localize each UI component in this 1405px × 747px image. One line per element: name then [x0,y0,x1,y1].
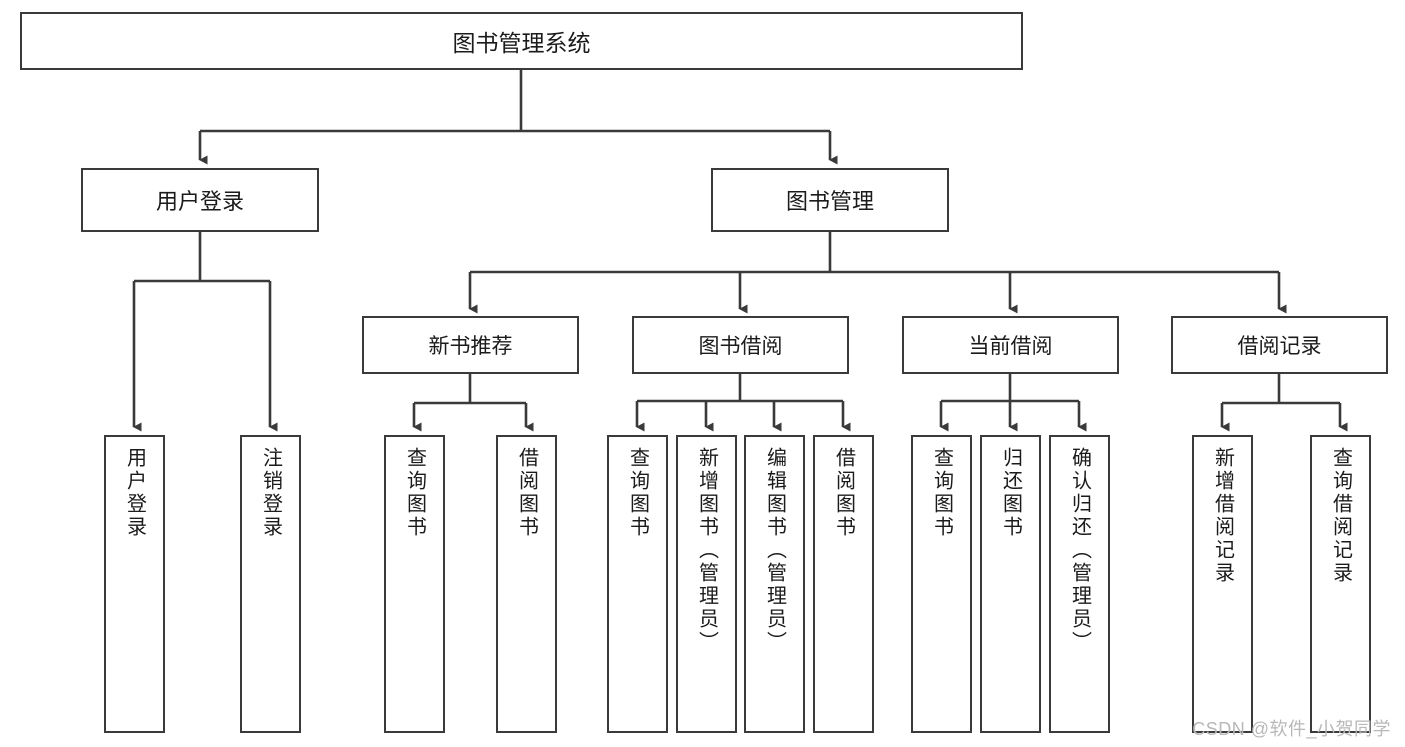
leaf-current-borrow-query-book[interactable]: 查询图书 [911,435,972,733]
node-label: 查询图书 [930,447,953,539]
node-book-management[interactable]: 图书管理 [711,168,949,232]
node-user-login[interactable]: 用户登录 [81,168,319,232]
node-new-book-recommend[interactable]: 新书推荐 [362,316,579,374]
node-label: 新书推荐 [428,335,513,358]
leaf-current-borrow-return-book[interactable]: 归还图书 [980,435,1041,733]
node-label: 借阅记录 [1237,335,1322,358]
node-label: 图书借阅 [698,335,783,358]
node-label: 注销登录 [259,447,282,539]
node-label: 查询借阅记录 [1329,447,1352,585]
leaf-book-borrow-edit-book-admin[interactable]: 编辑图书（管理员） [744,435,805,733]
node-label: 图书管理系统 [452,30,591,56]
leaf-book-borrow-query-book[interactable]: 查询图书 [607,435,668,733]
node-label: 归还图书 [999,447,1022,539]
node-label: 编辑图书（管理员） [763,447,786,654]
node-label: 借阅图书 [515,447,538,539]
leaf-new-book-query-book[interactable]: 查询图书 [384,435,445,733]
leaf-user-login-logout[interactable]: 注销登录 [240,435,301,733]
node-borrow-record[interactable]: 借阅记录 [1171,316,1388,374]
node-label: 确认归还（管理员） [1068,447,1091,654]
node-label: 查询图书 [626,447,649,539]
leaf-user-login-login[interactable]: 用户登录 [104,435,165,733]
node-label: 用户登录 [123,447,146,539]
leaf-current-borrow-confirm-return-admin[interactable]: 确认归还（管理员） [1049,435,1110,733]
node-label: 查询图书 [403,447,426,539]
leaf-book-borrow-add-book-admin[interactable]: 新增图书（管理员） [676,435,737,733]
node-label: 图书管理 [785,189,874,214]
node-root-book-management-system[interactable]: 图书管理系统 [20,12,1023,70]
leaf-new-book-borrow-book[interactable]: 借阅图书 [496,435,557,733]
node-current-borrow[interactable]: 当前借阅 [902,316,1119,374]
node-book-borrow[interactable]: 图书借阅 [632,316,849,374]
leaf-book-borrow-borrow-book[interactable]: 借阅图书 [813,435,874,733]
leaf-borrow-record-add-record[interactable]: 新增借阅记录 [1192,435,1253,733]
leaf-borrow-record-query-record[interactable]: 查询借阅记录 [1310,435,1371,733]
node-label: 借阅图书 [832,447,855,539]
node-label: 当前借阅 [968,335,1053,358]
node-label: 用户登录 [155,189,244,214]
node-label: 新增借阅记录 [1211,447,1234,585]
node-label: 新增图书（管理员） [695,447,718,654]
